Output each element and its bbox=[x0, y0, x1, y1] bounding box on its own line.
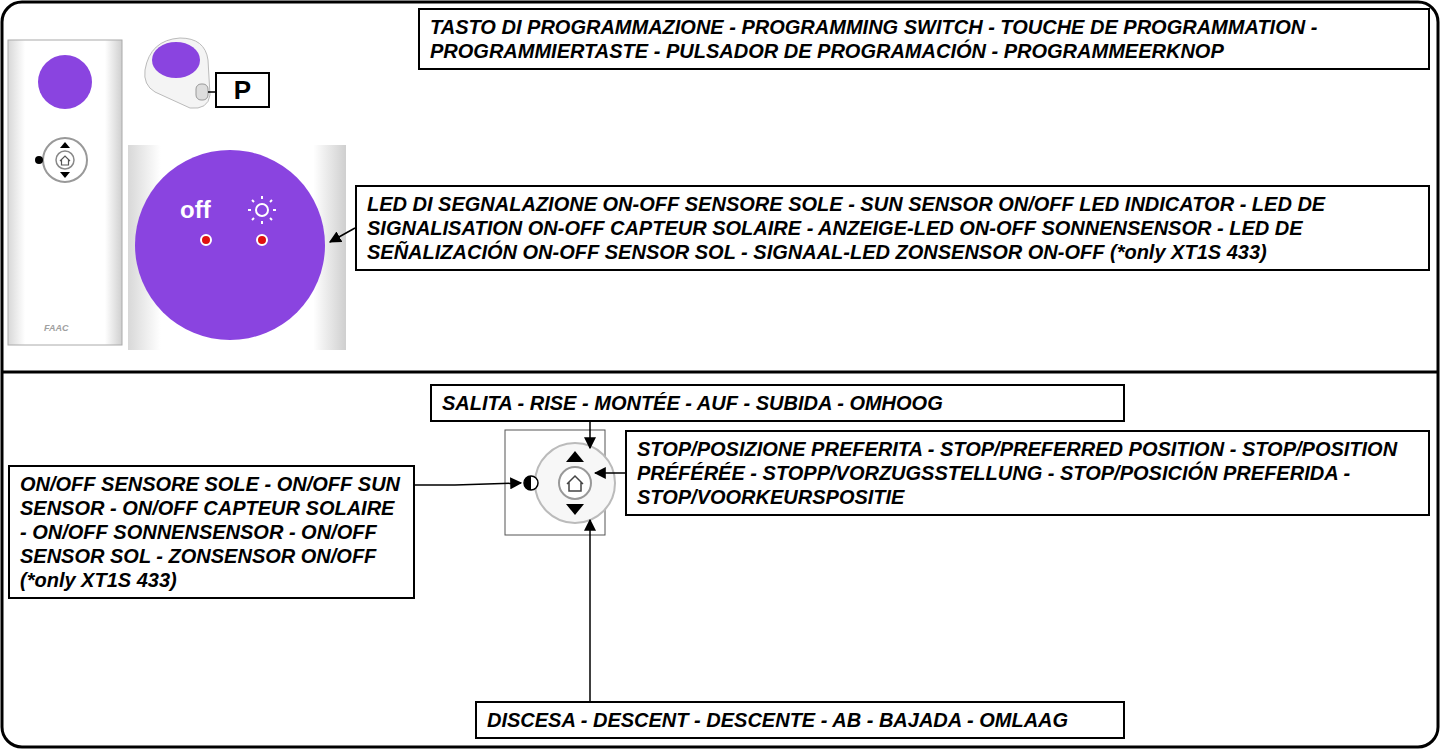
sun-symbol bbox=[248, 196, 276, 224]
rise-callout: SALITA - RISE - MONTÉE - AUF - SUBIDA - … bbox=[430, 384, 1125, 422]
divider bbox=[2, 371, 1438, 374]
callout-text: SALITA - RISE - MONTÉE - AUF - SUBIDA - … bbox=[442, 391, 1113, 415]
sun-sensor-callout: ON/OFF SENSORE SOLE - ON/OFF SUN SENSOR … bbox=[8, 465, 415, 599]
leader-arrow bbox=[415, 483, 521, 485]
remote-front bbox=[8, 40, 122, 345]
led-callout: LED DI SEGNALAZIONE ON-OFF SENSORE SOLE … bbox=[355, 185, 1430, 271]
callout-text: TASTO DI PROGRAMMAZIONE - PROGRAMMING SW… bbox=[430, 15, 1418, 63]
led-off bbox=[201, 235, 211, 245]
leader-arrow bbox=[595, 472, 625, 474]
callout-text: LED DI SEGNALAZIONE ON-OFF SENSORE SOLE … bbox=[367, 192, 1418, 264]
leader-arrow bbox=[589, 520, 591, 701]
callout-text: P bbox=[234, 75, 251, 105]
leader-arrow bbox=[589, 422, 591, 448]
keypad bbox=[505, 430, 615, 535]
remote-top-view bbox=[145, 38, 215, 108]
led-sun bbox=[257, 235, 267, 245]
switch-callout: TASTO DI PROGRAMMAZIONE - PROGRAMMING SW… bbox=[418, 8, 1430, 70]
program-key-box: P bbox=[215, 72, 270, 108]
stop-callout: STOP/POSIZIONE PREFERITA - STOP/PREFERRE… bbox=[625, 430, 1430, 516]
leader-arrow bbox=[330, 228, 355, 242]
sun-led-closeup bbox=[128, 145, 346, 350]
logo-text: FAAC bbox=[44, 323, 69, 333]
callout-text: STOP/POSIZIONE PREFERITA - STOP/PREFERRE… bbox=[637, 437, 1418, 509]
descent-callout: DISCESA - DESCENT - DESCENTE - AB - BAJA… bbox=[475, 701, 1125, 739]
callout-text: DISCESA - DESCENT - DESCENTE - AB - BAJA… bbox=[487, 708, 1113, 732]
off-label: off bbox=[180, 196, 211, 224]
callout-text: ON/OFF SENSORE SOLE - ON/OFF SUN SENSOR … bbox=[20, 472, 403, 592]
